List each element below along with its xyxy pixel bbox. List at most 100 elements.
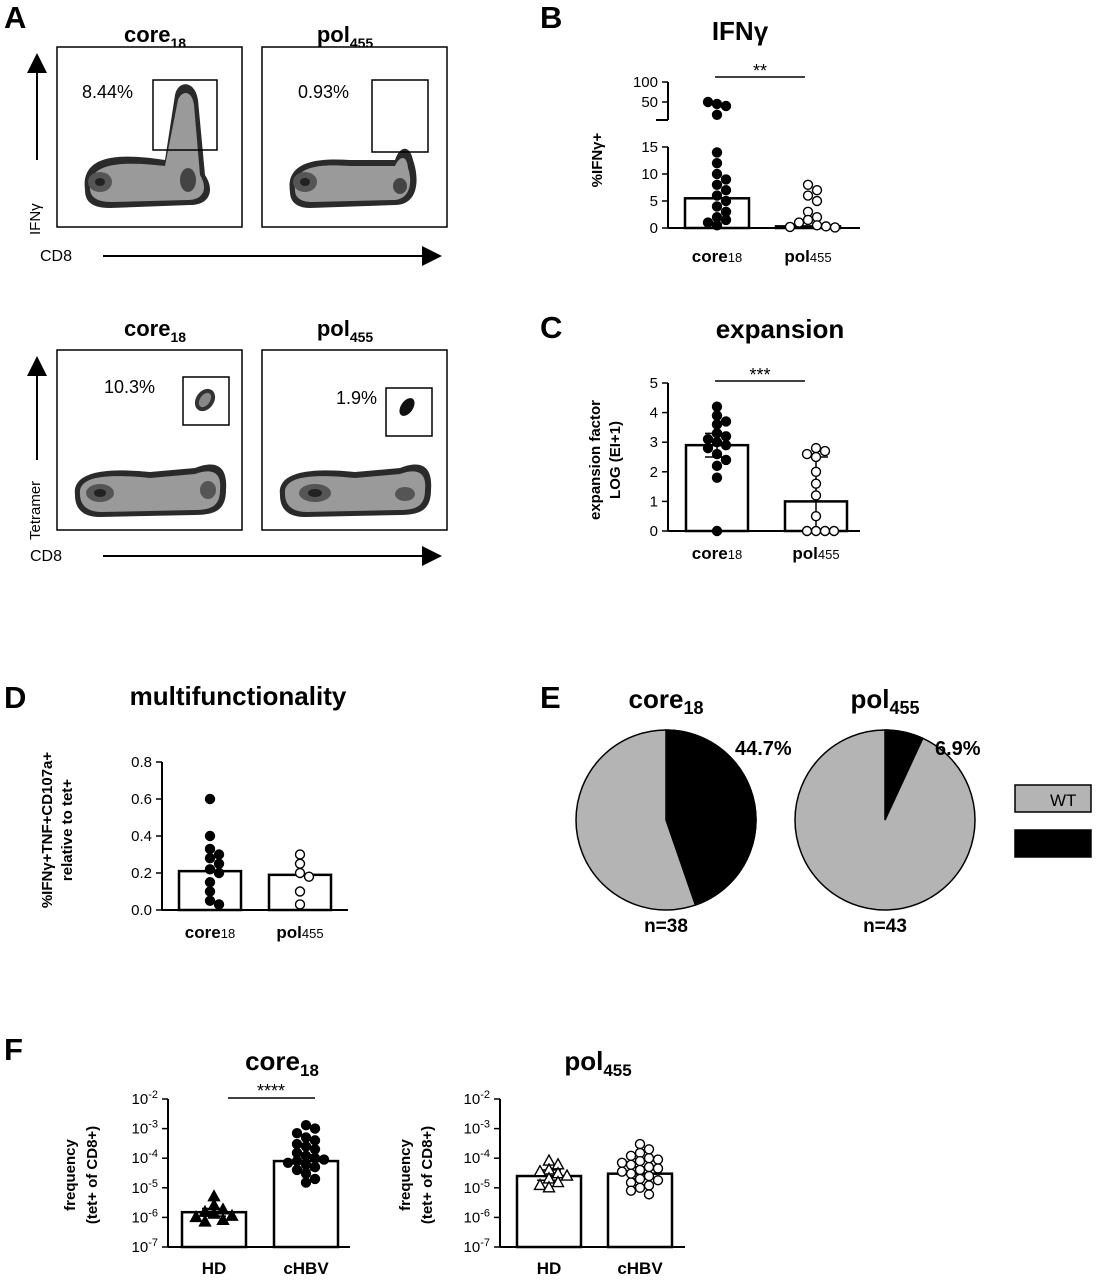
data-point <box>819 525 831 537</box>
chart-title: pol455 <box>564 1046 631 1080</box>
data-point <box>784 221 796 233</box>
y-tick-label: 10-7 <box>132 1237 158 1256</box>
data-point <box>616 1166 628 1177</box>
chart-title: IFNγ <box>712 16 769 46</box>
data-point <box>300 1168 312 1179</box>
data-point <box>207 1206 221 1219</box>
data-point <box>294 858 306 869</box>
data-point <box>294 867 306 879</box>
y-tick-label: 10-3 <box>132 1119 158 1138</box>
data-point <box>720 184 732 196</box>
data-point <box>213 867 225 879</box>
y-tick-label: 3 <box>650 434 658 451</box>
data-point <box>793 217 805 228</box>
density-core-tet <box>74 388 227 517</box>
pie-slice-var <box>884 729 924 821</box>
data-point <box>819 445 831 457</box>
panel-label-d: D <box>4 680 26 715</box>
y-axis-title: expansion factor <box>587 400 604 520</box>
data-point <box>303 871 315 882</box>
data-point <box>711 448 723 460</box>
chart-title: multifunctionality <box>130 681 347 711</box>
y-tick-label: 2 <box>650 464 658 481</box>
data-point <box>225 1208 239 1221</box>
data-point <box>720 431 732 442</box>
x-category-label: HD <box>537 1259 562 1278</box>
y-tick-label: 0 <box>650 220 658 237</box>
data-point <box>720 439 732 451</box>
pie-title: pol455 <box>850 684 919 718</box>
data-point <box>643 1161 655 1173</box>
data-point <box>711 428 723 439</box>
x-category-label: core18 <box>692 247 742 266</box>
data-point <box>309 1123 321 1134</box>
data-point <box>204 793 216 805</box>
significance-label: **** <box>257 1081 285 1101</box>
y-tick-label: 10 <box>641 166 658 183</box>
data-point <box>802 214 814 226</box>
data-point <box>720 195 732 207</box>
y-axis-title-2: relative to tet+ <box>59 779 76 881</box>
data-point <box>625 1150 637 1162</box>
data-point <box>309 1144 321 1155</box>
data-point <box>802 179 814 191</box>
y-tick-label: 10-4 <box>132 1148 158 1167</box>
data-point <box>291 1138 303 1150</box>
data-point <box>643 1180 655 1191</box>
data-point <box>294 849 306 860</box>
data-point <box>720 454 732 466</box>
y-tick-label: 50 <box>641 94 658 111</box>
gate-pct-core-tet: 10.3% <box>104 377 155 397</box>
data-point <box>810 511 822 522</box>
data-point <box>711 472 723 483</box>
y-axis-label-ifng: IFNγ <box>27 203 44 235</box>
data-point <box>300 1132 312 1143</box>
data-point <box>204 843 216 855</box>
y-tick-label: 4 <box>650 405 658 422</box>
y-tick-label: 0.6 <box>131 791 152 808</box>
x-category-label: cHBV <box>617 1259 663 1278</box>
y-tick-label: 0.8 <box>131 754 152 771</box>
y-tick-label: 10-5 <box>132 1178 158 1197</box>
legend-swatch <box>1014 784 1092 813</box>
gate-core-ifng <box>152 79 218 151</box>
y-axis-title-2: (tet+ of CD8+) <box>84 1126 101 1224</box>
data-point <box>213 858 225 869</box>
data-point <box>300 1150 312 1162</box>
y-tick-label: 10-7 <box>464 1237 490 1256</box>
data-point <box>711 410 723 421</box>
y-tick-label: 0.0 <box>131 902 152 919</box>
y-tick-label: 10-6 <box>464 1207 490 1226</box>
gate-pct-pol-ifng: 0.93% <box>298 82 349 102</box>
data-point <box>811 220 823 231</box>
data-point <box>216 1212 230 1225</box>
data-point <box>711 168 723 180</box>
flow-title-core-bottom: core18 <box>124 316 186 345</box>
y-tick-label: 15 <box>641 139 658 156</box>
data-point <box>291 1164 303 1176</box>
data-point <box>542 1180 556 1193</box>
data-point <box>551 1175 565 1188</box>
data-point <box>634 1155 646 1167</box>
data-point <box>291 1155 303 1167</box>
data-point <box>560 1168 574 1181</box>
data-point <box>802 190 814 201</box>
data-point <box>820 221 832 232</box>
x-category-label: pol455 <box>792 544 839 563</box>
legend-swatch <box>1014 829 1092 858</box>
pie-pct-label: 44.7% <box>735 738 792 760</box>
x-category-label: pol455 <box>784 247 831 266</box>
y-tick-label: 100 <box>633 74 658 91</box>
data-point <box>702 442 714 454</box>
data-point <box>213 899 225 910</box>
y-tick-label: 10-2 <box>464 1089 490 1108</box>
y-axis-title: %IFNγ+TNF+CD107a+ <box>39 752 56 909</box>
data-point <box>643 1170 655 1182</box>
data-point <box>282 1157 294 1168</box>
data-point <box>643 1152 655 1164</box>
panel-a-top: core18 pol455 8.44% 0.93% IFNγ CD8 <box>27 22 448 266</box>
y-tick-label: 0 <box>650 523 658 540</box>
bar <box>684 443 750 533</box>
